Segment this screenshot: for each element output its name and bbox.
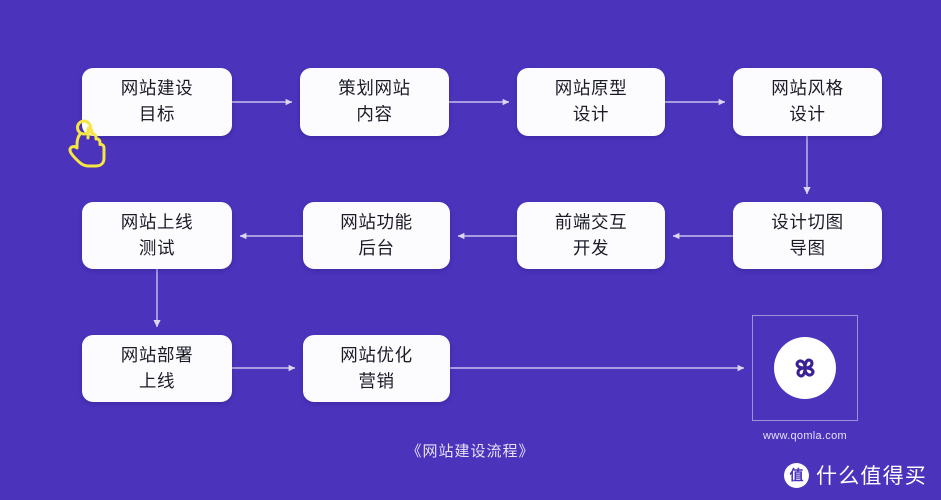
watermark-text: 什么值得买 [816,465,927,488]
node-optimize-marketing[interactable]: 网站优化 营销 [303,335,450,402]
diagram-caption: 《网站建设流程》 [406,443,535,460]
qomla-pinwheel-logo-icon [795,358,815,378]
node-plan-content[interactable]: 策划网站 内容 [300,68,449,136]
node-label: 网站原型 设计 [554,78,628,124]
node-label: 网站部署 上线 [120,344,194,391]
tap-hand-cursor-icon [68,119,106,168]
node-label: 网站功能 后台 [340,211,413,258]
node-label: 前端交互 开发 [554,211,628,258]
node-label: 策划网站 内容 [338,78,411,124]
watermark-badge: 值 [784,462,809,488]
node-label: 网站优化 营销 [340,344,413,391]
node-label: 网站建设 目标 [120,78,194,124]
node-design-slicing[interactable]: 设计切图 导图 [733,202,882,269]
node-prototype-design[interactable]: 网站原型 设计 [517,68,665,136]
node-label: 设计切图 导图 [771,211,844,258]
logo-url-text: www.qomla.com [763,430,847,442]
node-frontend-development[interactable]: 前端交互 开发 [517,202,665,269]
node-backend-function[interactable]: 网站功能 后台 [303,202,450,269]
node-website-goal[interactable]: 网站建设 目标 [82,68,232,136]
logo-panel [752,315,858,421]
node-label: 网站上线 测试 [120,211,194,258]
watermark: 值 什么值得买 [784,460,927,490]
node-launch-testing[interactable]: 网站上线 测试 [82,202,232,269]
node-style-design[interactable]: 网站风格 设计 [733,68,882,136]
logo-disc [774,337,836,399]
node-label: 网站风格 设计 [771,78,844,124]
node-deploy-online[interactable]: 网站部署 上线 [82,335,232,402]
